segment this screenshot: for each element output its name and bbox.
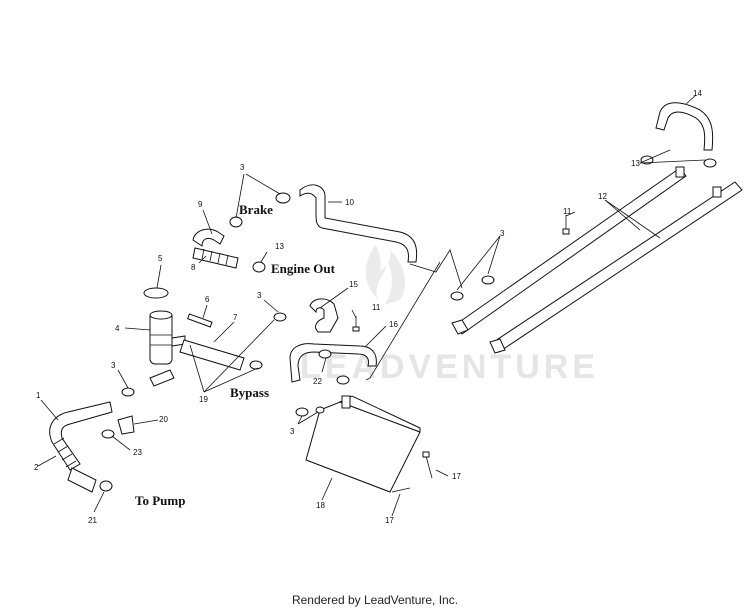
label-brake: Brake [239, 202, 273, 217]
callout-13: 13 [631, 159, 640, 168]
hose-1 [49, 401, 113, 471]
hose-10 [299, 184, 418, 263]
leader-lines [37, 94, 706, 517]
hose-8 [192, 247, 239, 269]
callout-20: 20 [159, 415, 168, 424]
callout-3: 3 [240, 163, 245, 172]
callout-13: 13 [275, 242, 284, 251]
callout-18: 18 [316, 501, 325, 510]
callout-8: 8 [191, 263, 196, 272]
hose-15 [309, 298, 339, 333]
callout-11: 11 [372, 303, 381, 312]
reservoir-assembly [143, 287, 186, 387]
label-to-pump: To Pump [135, 493, 185, 508]
flow-labels: Brake Engine Out Bypass To Pump [135, 202, 336, 508]
tube-7 [179, 339, 245, 371]
callout-17: 17 [452, 472, 461, 481]
hose-2-corrugation [53, 437, 77, 468]
callout-23: 23 [133, 448, 142, 457]
rail-assembly [451, 166, 743, 354]
callout-7: 7 [233, 313, 238, 322]
flame-logo-icon [365, 245, 406, 305]
callout-2: 2 [34, 463, 39, 472]
footer-credit: Rendered by LeadVenture, Inc. [291, 593, 459, 607]
callout-10: 10 [345, 198, 354, 207]
callout-3: 3 [500, 229, 505, 238]
callout-19: 19 [199, 395, 208, 404]
callout-4: 4 [115, 324, 120, 333]
callouts: 3 10 9 8 13 5 6 7 3 4 3 1 2 21 20 23 19 … [34, 89, 702, 525]
callout-3: 3 [257, 291, 262, 300]
callout-1: 1 [36, 391, 41, 400]
hose-9 [192, 228, 225, 247]
callout-16: 16 [389, 320, 398, 329]
label-engine-out: Engine Out [271, 261, 336, 276]
callout-9: 9 [198, 200, 203, 209]
hose-16 [289, 343, 377, 383]
callout-21: 21 [88, 516, 97, 525]
callout-12: 12 [598, 192, 607, 201]
callout-22: 22 [313, 377, 322, 386]
callout-3: 3 [111, 361, 116, 370]
callout-5: 5 [158, 254, 163, 263]
callout-15: 15 [349, 280, 358, 289]
callout-17: 17 [385, 516, 394, 525]
label-bypass: Bypass [230, 385, 269, 400]
hose-8-ribs [201, 248, 229, 266]
callout-11: 11 [563, 207, 572, 216]
callout-14: 14 [693, 89, 702, 98]
callout-3: 3 [290, 427, 295, 436]
callout-6: 6 [205, 295, 210, 304]
tank-18 [305, 395, 421, 493]
hose-14 [655, 102, 714, 151]
